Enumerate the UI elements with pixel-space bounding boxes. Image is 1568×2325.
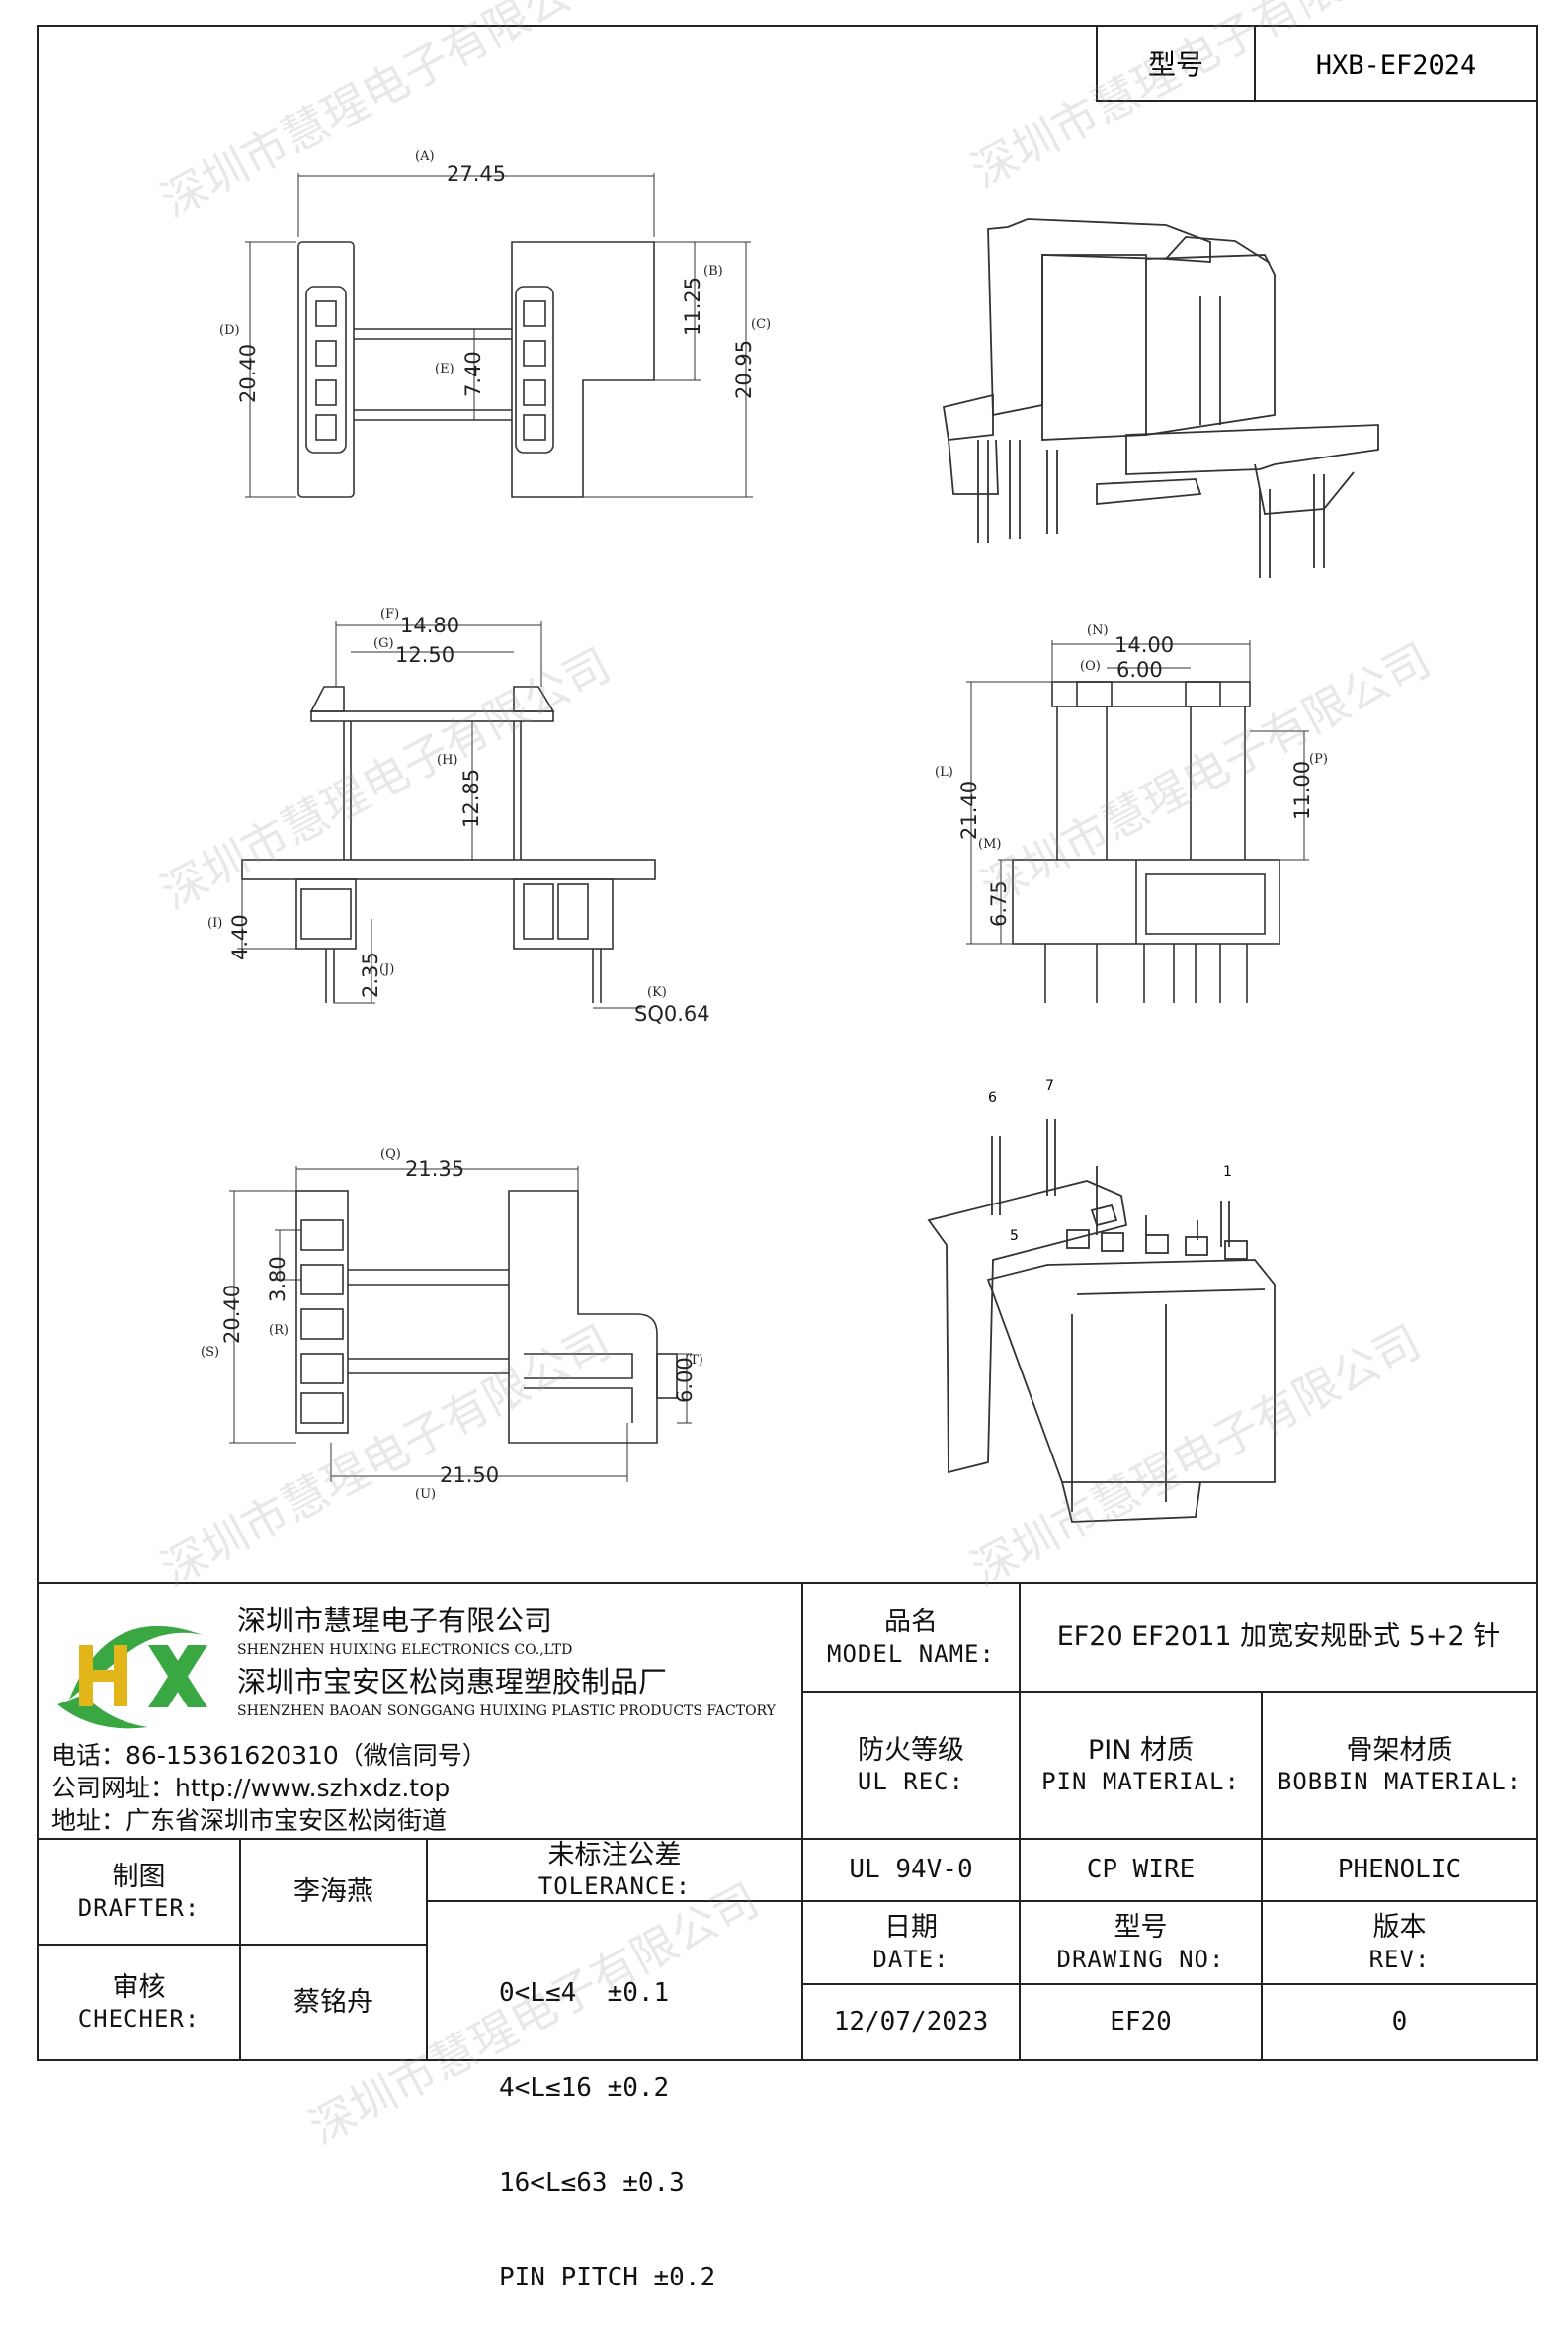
dim-q-label: (Q) xyxy=(380,1147,401,1162)
drawing-no-value: EF20 xyxy=(1110,2007,1172,2037)
dim-c-value: 20.95 xyxy=(732,340,756,399)
dim-s-label: (S) xyxy=(201,1345,219,1360)
dim-j-value: 2.35 xyxy=(359,952,382,998)
dim-t-value: 6.00 xyxy=(673,1357,697,1403)
checker-name: 蔡铭舟 xyxy=(293,1986,373,2018)
dim-m-value: 6.75 xyxy=(987,880,1011,927)
tolerance-values: 0<L≤4 ±0.1 4<L≤16 ±0.2 16<L≤63 ±0.3 PIN … xyxy=(499,1914,715,2325)
dim-t-label: (T) xyxy=(685,1353,703,1368)
view-top-plan-dims: (A) 27.45 (D) 20.40 (E) 7.40 (B) 11.25 (… xyxy=(219,149,771,403)
dim-e-value: 7.40 xyxy=(461,351,485,397)
dim-f-value: 14.80 xyxy=(400,614,459,637)
dim-p-label: (P) xyxy=(1309,752,1328,767)
date-label: 日期 DATE: xyxy=(872,1912,949,1973)
dim-n-label: (N) xyxy=(1087,623,1109,638)
model-name-value: EF20 EF2011 加宽安规卧式 5+2 针 xyxy=(1056,1621,1501,1653)
dim-k-label: (K) xyxy=(647,985,667,1000)
view-bottom-plan xyxy=(229,1166,692,1482)
drafter-name: 李海燕 xyxy=(293,1875,373,1907)
pin-label-7: 7 xyxy=(1045,1078,1054,1094)
dim-m-label: (M) xyxy=(978,837,1001,852)
dim-p-value: 11.00 xyxy=(1290,761,1314,820)
dim-r-label: (R) xyxy=(269,1323,289,1338)
tolerance-line-3: 16<L≤63 ±0.3 xyxy=(499,2168,685,2198)
dim-i-label: (I) xyxy=(207,916,222,931)
dim-h-label: (H) xyxy=(437,753,457,768)
dim-n-value: 14.00 xyxy=(1114,633,1174,657)
rev-value: 0 xyxy=(1391,2007,1408,2037)
bobbin-value: PHENOLIC xyxy=(1337,1855,1462,1885)
company-contact: 电话：86-15361620310（微信同号） 公司网址：http://www.… xyxy=(51,1739,487,1837)
dim-a-value: 27.45 xyxy=(447,162,506,186)
drafter-label: 制图 DRAFTER: xyxy=(77,1861,201,1923)
dim-f-label: (F) xyxy=(380,607,399,622)
view-iso-1 xyxy=(942,218,1379,578)
company-phone: 电话：86-15361620310（微信同号） xyxy=(51,1741,487,1770)
dim-o-value: 6.00 xyxy=(1116,658,1163,682)
dim-s-value: 20.40 xyxy=(220,1285,244,1344)
dim-l-value: 21.40 xyxy=(957,781,981,840)
dim-b-value: 11.25 xyxy=(681,277,704,336)
drawing-sheet: 型号 HXB-EF2024 xyxy=(37,25,1538,2061)
pin-material-label: PIN 材质 PIN MATERIAL: xyxy=(1041,1734,1240,1796)
dim-d-value: 20.40 xyxy=(236,344,260,403)
dim-q-value: 21.35 xyxy=(405,1157,464,1181)
ul-value: UL 94V-0 xyxy=(849,1855,973,1885)
pin-value: CP WIRE xyxy=(1086,1855,1196,1885)
view-front-dims: (F) 14.80 (G) 12.50 (H) 12.85 (I) 4.40 (… xyxy=(207,607,710,1026)
view-iso-2 xyxy=(927,1119,1276,1523)
pin-label-6: 6 xyxy=(988,1090,997,1106)
dim-g-value: 12.50 xyxy=(395,643,454,667)
pin-label-1: 1 xyxy=(1223,1164,1232,1180)
dim-j-label: (J) xyxy=(379,962,394,977)
dim-h-value: 12.85 xyxy=(459,769,483,828)
dim-e-label: (E) xyxy=(435,362,454,376)
dim-b-label: (B) xyxy=(703,264,723,279)
model-name-label: 品名 MODEL NAME: xyxy=(827,1607,995,1668)
tolerance-line-4: PIN PITCH ±0.2 xyxy=(499,2263,716,2292)
company-logo xyxy=(57,1625,207,1729)
dim-o-label: (O) xyxy=(1080,659,1101,674)
view-iso-2-pins: 6 7 5 1 xyxy=(988,1078,1232,1244)
tolerance-label: 未标注公差 TOLERANCE: xyxy=(537,1839,692,1901)
company-website: 公司网址：http://www.szhxdz.top xyxy=(51,1774,451,1802)
company-address: 地址：广东省深圳市宝安区松岗街道 xyxy=(51,1806,448,1835)
dim-i-value: 4.40 xyxy=(228,914,252,960)
company-info: 深圳市慧瑆电子有限公司 SHENZHEN HUIXING ELECTRONICS… xyxy=(237,1603,800,1741)
view-front xyxy=(237,621,656,1009)
header-model-box: 型号 HXB-EF2024 xyxy=(1096,25,1538,102)
view-side-dims: (N) 14.00 (O) 6.00 (L) 21.40 (M) 6.75 (P… xyxy=(935,623,1328,927)
dim-c-label: (C) xyxy=(751,317,771,332)
pin-label-5: 5 xyxy=(1010,1228,1019,1244)
header-model-value: HXB-EF2024 xyxy=(1316,50,1477,81)
dim-a-label: (A) xyxy=(415,149,435,164)
rev-label: 版本 REV: xyxy=(1368,1912,1431,1973)
dim-r-value: 3.80 xyxy=(266,1256,289,1302)
date-value: 12/07/2023 xyxy=(833,2007,989,2037)
company-name-en: SHENZHEN HUIXING ELECTRONICS CO.,LTD xyxy=(237,1642,573,1659)
dim-u-value: 21.50 xyxy=(440,1463,499,1487)
company-name-cn: 深圳市慧瑆电子有限公司 xyxy=(237,1604,553,1637)
sheet-border xyxy=(37,25,1538,2061)
dim-k-value: SQ0.64 xyxy=(634,1002,710,1026)
drawing-no-label: 型号 DRAWING NO: xyxy=(1056,1912,1225,1973)
header-model-label: 型号 xyxy=(1148,48,1203,81)
title-block-grid xyxy=(38,1582,1537,2060)
tolerance-line-1: 0<L≤4 ±0.1 xyxy=(499,1978,670,2008)
dim-l-label: (L) xyxy=(935,765,953,780)
dim-g-label: (G) xyxy=(373,636,394,651)
checker-label: 审核 CHECHER: xyxy=(77,1971,201,2034)
bobbin-material-label: 骨架材质 BOBBIN MATERIAL: xyxy=(1277,1734,1523,1796)
dim-u-label: (U) xyxy=(415,1487,436,1502)
ul-rec-label: 防火等级 UL REC: xyxy=(857,1734,965,1796)
view-top-plan xyxy=(245,173,753,498)
factory-name-cn: 深圳市宝安区松岗惠瑆塑胶制品厂 xyxy=(237,1664,668,1699)
view-bottom-plan-dims: (Q) 21.35 (S) 20.40 (R) 3.80 (T) 6.00 (U… xyxy=(201,1147,703,1502)
tolerance-line-2: 4<L≤16 ±0.2 xyxy=(499,2073,670,2103)
dim-d-label: (D) xyxy=(219,323,240,338)
view-side xyxy=(966,640,1309,1003)
factory-name-en: SHENZHEN BAOAN SONGGANG HUIXING PLASTIC … xyxy=(237,1703,776,1719)
